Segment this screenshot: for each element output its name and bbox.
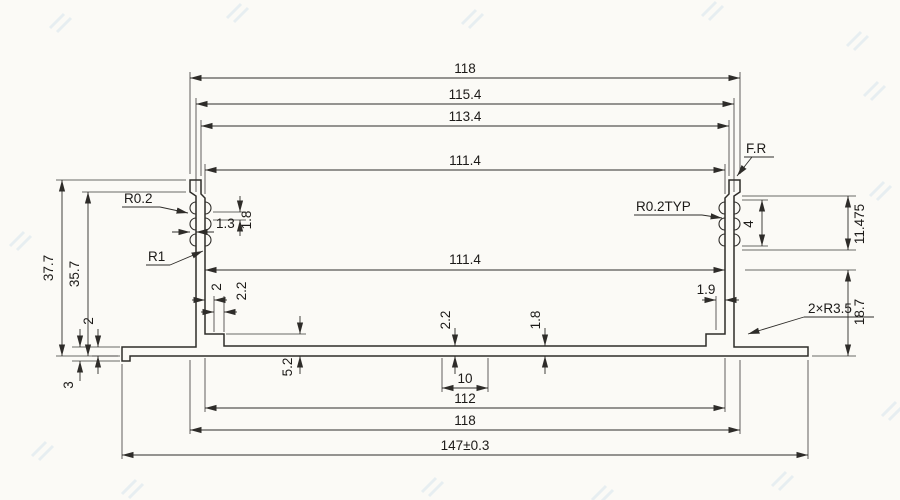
watermark-mark bbox=[120, 478, 145, 500]
dimension-lines bbox=[58, 74, 852, 459]
extension-lines bbox=[56, 72, 856, 459]
dimension-labels: 118 115.4 113.4 111.4 111.4 112 118 147±… bbox=[41, 61, 867, 453]
dim-serr-1-8: 1.8 bbox=[239, 211, 254, 230]
watermark-mark bbox=[700, 0, 725, 22]
dim-width-113-4: 113.4 bbox=[449, 109, 482, 124]
dim-width-147: 147±0.3 bbox=[441, 438, 490, 453]
watermark-mark bbox=[845, 30, 870, 52]
leader-lines bbox=[122, 156, 874, 335]
watermark-mark bbox=[8, 230, 33, 252]
dim-step-2-2: 2.2 bbox=[234, 282, 249, 301]
dim-height-18-7: 18.7 bbox=[852, 299, 867, 325]
dim-height-37-7: 37.7 bbox=[41, 255, 56, 281]
watermark-mark bbox=[770, 470, 795, 492]
leader-r1 bbox=[169, 250, 204, 266]
watermark-mark bbox=[30, 440, 55, 462]
dim-floor-2-2: 2.2 bbox=[438, 311, 453, 330]
dim-1-9: 1.9 bbox=[697, 282, 716, 297]
dim-width-112: 112 bbox=[454, 391, 476, 406]
leader-fr bbox=[736, 156, 753, 177]
watermark-mark bbox=[48, 12, 73, 34]
callout-r0-2: R0.2 bbox=[124, 191, 153, 206]
watermark-mark bbox=[868, 180, 893, 202]
callout-corner-radius: 2×R3.5 bbox=[808, 301, 852, 316]
dim-width-10: 10 bbox=[457, 371, 472, 386]
callout-r0-2-typ: R0.2TYP bbox=[636, 199, 691, 214]
serration-left-outer bbox=[189, 201, 197, 247]
dim-width-111-4-top: 111.4 bbox=[449, 153, 481, 168]
leader-2xr3-5 bbox=[747, 316, 805, 335]
serration-left-inner bbox=[204, 201, 212, 247]
dim-flange-3: 3 bbox=[61, 381, 76, 389]
leader-r0-2 bbox=[159, 206, 189, 214]
dim-serr-4: 4 bbox=[741, 220, 756, 228]
serration-right-outer bbox=[733, 201, 741, 247]
profile-body bbox=[121, 179, 809, 362]
watermark-mark bbox=[590, 484, 615, 500]
dim-height-35-7: 35.7 bbox=[67, 261, 82, 287]
watermark-mark bbox=[225, 2, 250, 24]
dim-flange-2: 2 bbox=[81, 317, 96, 325]
callout-full-radius: F.R bbox=[746, 141, 767, 156]
callout-r1: R1 bbox=[148, 249, 165, 264]
dim-height-11-475: 11.475 bbox=[852, 204, 867, 244]
watermark-mark bbox=[862, 80, 887, 102]
dim-5-2: 5.2 bbox=[280, 358, 295, 377]
dim-width-115-4: 115.4 bbox=[449, 87, 482, 102]
dim-width-118-top: 118 bbox=[454, 61, 476, 76]
leader-r0-2-typ bbox=[701, 213, 723, 220]
serration-right-inner bbox=[718, 201, 726, 247]
watermark-mark bbox=[880, 400, 900, 422]
dim-1-3: 1.3 bbox=[216, 216, 235, 231]
watermark-mark bbox=[460, 8, 485, 30]
dim-step-2: 2 bbox=[209, 283, 224, 291]
watermark-pattern bbox=[8, 0, 900, 500]
watermark-mark bbox=[420, 476, 445, 498]
profile-outline bbox=[121, 179, 809, 362]
dim-floor-1-8: 1.8 bbox=[528, 311, 543, 330]
dim-width-118-bottom: 118 bbox=[454, 413, 476, 428]
dim-width-111-4-mid: 111.4 bbox=[449, 252, 481, 267]
outside-arrow-segments bbox=[76, 196, 739, 381]
